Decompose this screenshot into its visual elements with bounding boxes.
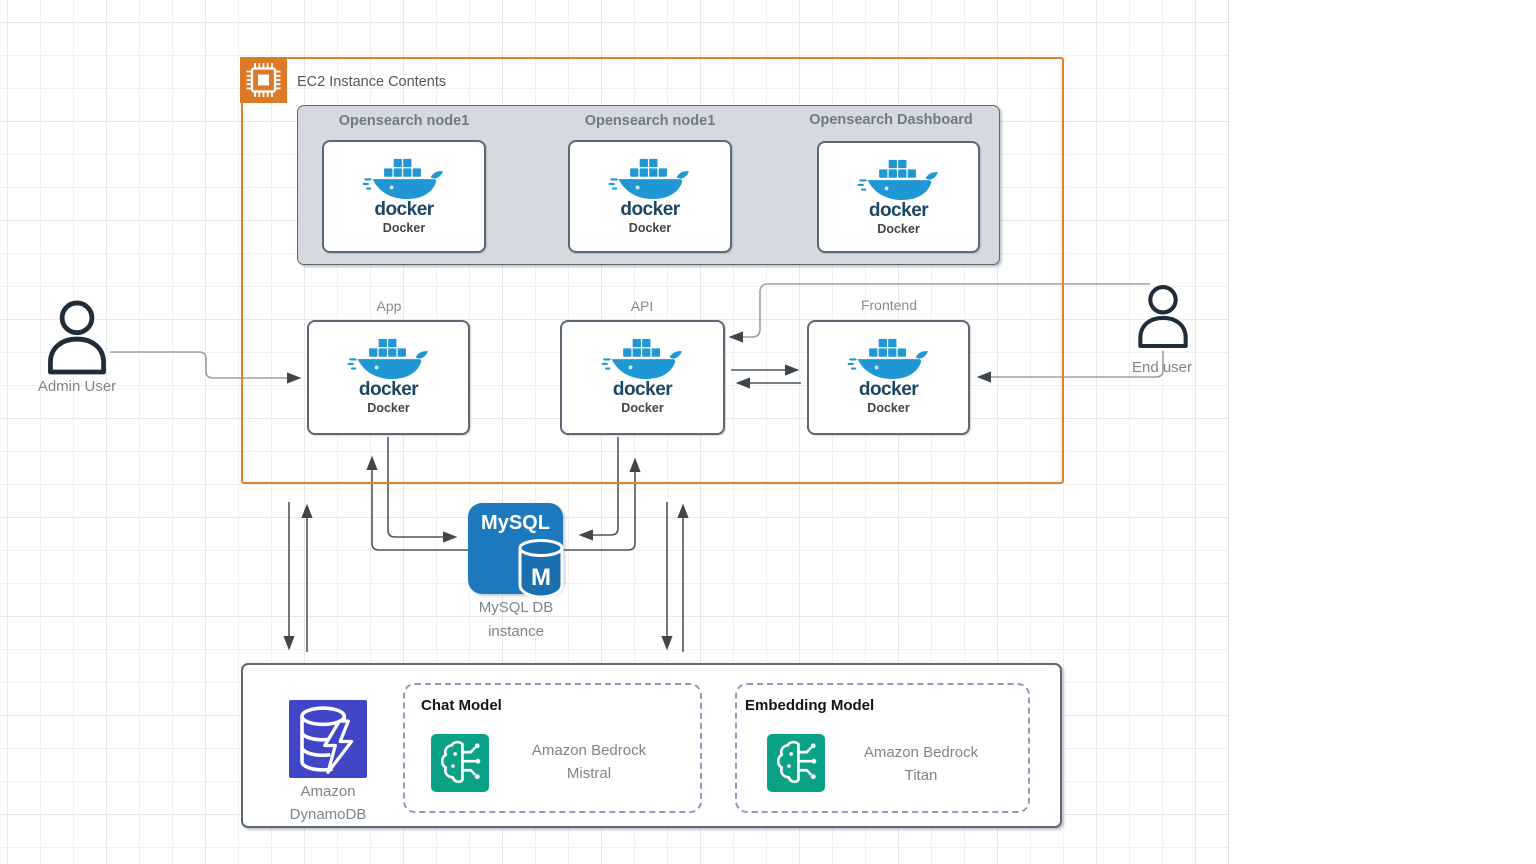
bedrock-mistral-line1: Amazon Bedrock xyxy=(531,742,647,759)
opensearch-dashboard-box[interactable]: docker Docker xyxy=(817,141,980,253)
frontend-box[interactable]: docker Docker xyxy=(807,320,970,435)
docker-wordmark: docker xyxy=(358,379,419,400)
opensearch-dashboard-label: Opensearch Dashboard xyxy=(809,112,973,128)
end-user-icon[interactable] xyxy=(1134,282,1192,352)
mysql-cylinder-letter: M xyxy=(531,564,551,591)
docker-wordmark: docker xyxy=(374,199,434,220)
ai-services-group[interactable] xyxy=(241,663,1062,828)
docker-wordmark: docker xyxy=(868,200,929,221)
docker-wordmark: docker xyxy=(620,199,680,220)
bedrock-titan-line1: Amazon Bedrock xyxy=(863,744,979,761)
docker-whale-icon xyxy=(607,156,693,204)
docker-whale-icon xyxy=(846,336,932,384)
dynamodb-label-line1: Amazon xyxy=(300,783,356,800)
mysql-label: MySQL DB instance xyxy=(436,596,596,644)
dynamodb-icon[interactable] xyxy=(289,700,367,778)
chat-model-box[interactable] xyxy=(403,683,702,813)
opensearch-node1-box[interactable]: docker Docker xyxy=(322,140,486,253)
docker-whale-icon xyxy=(361,156,447,204)
api-label: API xyxy=(630,298,654,314)
app-label: App xyxy=(376,298,402,314)
docker-caption: Docker xyxy=(877,222,920,236)
mysql-cylinder-icon: M xyxy=(516,538,566,602)
docker-caption: Docker xyxy=(621,401,664,415)
docker-wordmark: docker xyxy=(612,379,673,400)
bedrock-titan-label: Amazon Bedrock Titan xyxy=(821,741,1021,787)
docker-caption: Docker xyxy=(367,401,410,415)
ec2-instance-group[interactable] xyxy=(241,57,1064,484)
docker-caption: Docker xyxy=(382,221,426,235)
app-box[interactable]: docker Docker xyxy=(307,320,470,435)
mysql-icon[interactable]: MySQL M xyxy=(468,503,563,594)
opensearch-node2-label: Opensearch node1 xyxy=(584,113,716,129)
docker-caption: Docker xyxy=(867,401,910,415)
bedrock-titan-line2: Titan xyxy=(904,767,938,784)
docker-caption: Docker xyxy=(628,221,672,235)
dynamodb-label-line2: DynamoDB xyxy=(289,806,367,823)
embedding-model-box[interactable] xyxy=(735,683,1030,813)
dynamodb-label: Amazon DynamoDB xyxy=(258,780,398,826)
opensearch-node2-box[interactable]: docker Docker xyxy=(568,140,732,253)
mysql-label-line1: MySQL DB xyxy=(478,599,554,616)
bedrock-embedding-icon xyxy=(767,734,825,792)
bedrock-mistral-line2: Mistral xyxy=(566,765,612,782)
docker-whale-icon xyxy=(856,157,942,205)
chat-model-title: Chat Model xyxy=(421,697,502,714)
docker-whale-icon xyxy=(346,336,432,384)
bedrock-mistral-label: Amazon Bedrock Mistral xyxy=(489,739,689,785)
end-user-label: End user xyxy=(1131,359,1193,376)
api-box[interactable]: docker Docker xyxy=(560,320,725,435)
admin-user-label: Admin User xyxy=(37,378,117,395)
opensearch-node1-label: Opensearch node1 xyxy=(338,113,470,129)
bedrock-chat-icon xyxy=(431,734,489,792)
docker-wordmark: docker xyxy=(858,379,919,400)
ec2-group-label: EC2 Instance Contents xyxy=(297,74,447,90)
ec2-icon xyxy=(240,57,287,103)
mysql-logo-text: MySQL xyxy=(481,512,550,534)
frontend-label: Frontend xyxy=(860,297,918,313)
docker-whale-icon xyxy=(600,336,686,384)
embedding-model-title: Embedding Model xyxy=(745,697,875,714)
admin-user-icon[interactable] xyxy=(43,299,111,377)
mysql-label-line2: instance xyxy=(488,623,544,640)
